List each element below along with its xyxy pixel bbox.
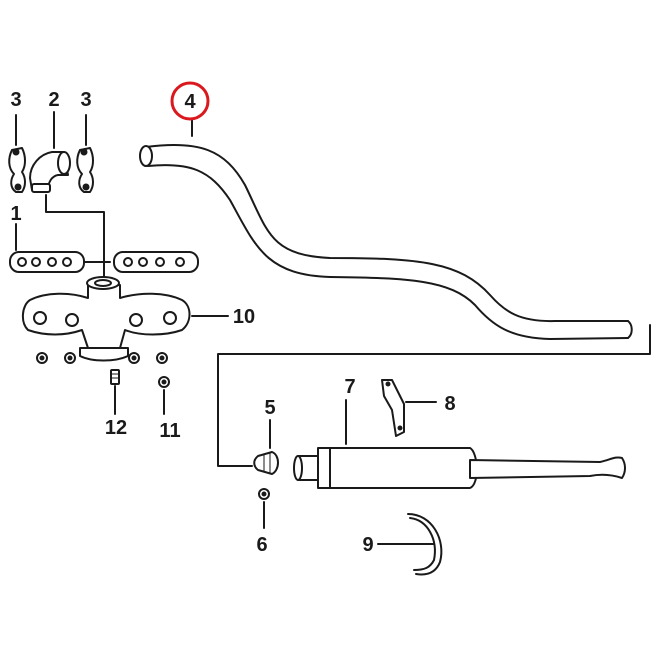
label-part-3-left: 3	[10, 89, 21, 111]
strap-part-9	[377, 513, 443, 576]
clamp-part-3-left	[8, 114, 26, 193]
nut-part-11	[158, 376, 170, 415]
gasket-part-1-right	[113, 251, 199, 273]
label-part-1: 1	[10, 203, 21, 225]
muffler-part-7	[293, 399, 626, 489]
leader-line-part-2	[45, 194, 105, 277]
label-part-8: 8	[444, 393, 455, 415]
nut-part-6	[258, 488, 270, 529]
clamp-part-5	[253, 419, 279, 475]
stud-part-12	[110, 369, 120, 415]
exhaust-manifold-part-10	[22, 276, 229, 362]
label-part-11: 11	[159, 420, 180, 442]
label-part-10: 10	[233, 306, 255, 328]
exhaust-pipe-part-4	[139, 118, 633, 340]
manifold-nuts	[36, 352, 168, 364]
gasket-part-1-left	[9, 223, 111, 273]
label-part-9: 9	[362, 534, 373, 556]
part-4-highlight-circle	[170, 81, 210, 121]
label-part-2: 2	[48, 89, 59, 111]
label-part-12: 12	[105, 417, 127, 439]
label-part-3-right: 3	[80, 89, 91, 111]
clamp-part-3-right	[76, 114, 94, 193]
elbow-fitting-part-2	[29, 111, 71, 193]
bracket-part-8	[381, 379, 437, 437]
label-part-7: 7	[344, 376, 355, 398]
label-part-6: 6	[256, 534, 267, 556]
leader-line-pipe-to-clamp	[217, 324, 651, 467]
label-part-4: 4	[184, 91, 196, 113]
label-part-5: 5	[264, 397, 275, 419]
